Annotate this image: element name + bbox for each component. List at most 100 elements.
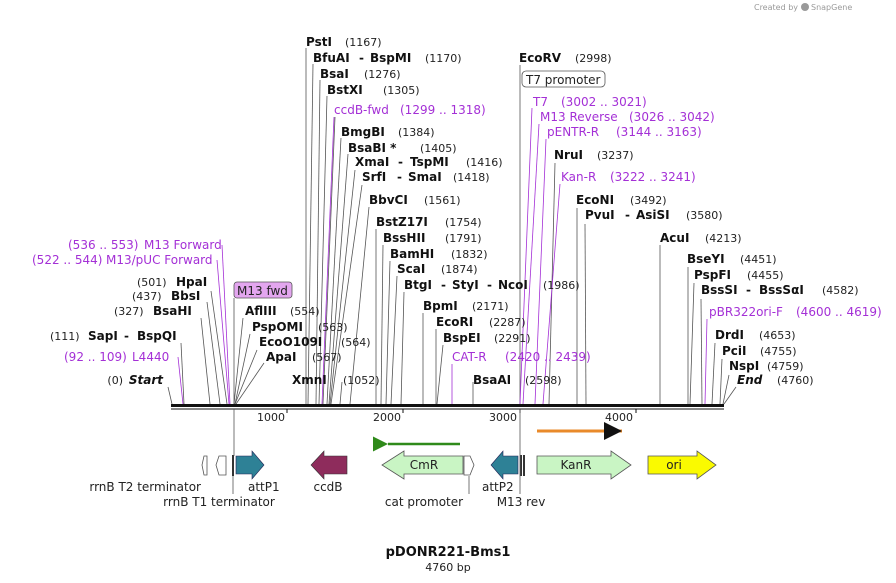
enzyme-SmaI: SmaI xyxy=(408,170,442,184)
enzyme-ApaI-pos: (567) xyxy=(312,351,342,364)
enzyme-ScaI-pos: (1874) xyxy=(441,263,478,276)
enzyme-SapI-pos: (111) xyxy=(50,330,80,343)
enzyme-BspEI-pos: (2291) xyxy=(494,332,531,345)
label-rrnB-T1: rrnB T1 terminator xyxy=(163,495,275,509)
enzyme-SapI: SapI xyxy=(88,329,118,343)
enzyme-NspI: NspI xyxy=(729,359,759,373)
credit-brand: SnapGene xyxy=(811,3,852,12)
enzyme-BpmI-pos: (2171) xyxy=(472,300,509,313)
enzyme-BsaBI-pos: (1405) xyxy=(420,142,457,155)
label-M13-rev: M13 rev xyxy=(497,495,546,509)
m13-fwd-label: M13 fwd xyxy=(237,284,288,298)
tick-2000: 2000 xyxy=(373,411,401,424)
primer-CAT-R: CAT-R xyxy=(452,350,487,364)
enzyme-BssHII-pos: (1791) xyxy=(445,232,482,245)
enzyme-BstZ17I: BstZ17I xyxy=(376,215,428,229)
enzyme-NspI-pos: (4759) xyxy=(767,360,804,373)
enzyme-labels: PstI (1167) BfuAI - BspMI (1170) BsaI (1… xyxy=(50,35,859,387)
enzyme-BspQI: BspQI xyxy=(137,329,177,343)
svg-text:-: - xyxy=(625,208,630,222)
enzyme-BstXI: BstXI xyxy=(327,83,363,97)
enzyme-BstXI-pos: (1305) xyxy=(383,84,420,97)
enzyme-SrfI-pos: (1418) xyxy=(453,171,490,184)
rrnB-T1-terminator-shape xyxy=(215,455,227,476)
enzyme-BmgBI: BmgBI xyxy=(341,125,385,139)
enzyme-PciI: PciI xyxy=(722,344,747,358)
enzyme-AcuI: AcuI xyxy=(660,231,689,245)
snapgene-logo-icon xyxy=(801,3,809,11)
enzyme-DrdI: DrdI xyxy=(715,328,744,342)
enzyme-PstI-pos: (1167) xyxy=(345,36,382,49)
enzyme-AcuI-pos: (4213) xyxy=(705,232,742,245)
svg-text:-: - xyxy=(359,51,364,65)
enzyme-EcoO109I-pos: (564) xyxy=(341,336,371,349)
enzyme-XmnI: XmnI xyxy=(292,373,327,387)
enzyme-HpaI: HpaI xyxy=(176,275,207,289)
start-pos: (0) xyxy=(107,374,123,387)
start-label: Start xyxy=(129,373,164,387)
svg-text:-: - xyxy=(746,283,751,297)
ori-arrow xyxy=(647,450,717,480)
enzyme-BamHI-pos: (1832) xyxy=(451,248,488,261)
t7-promoter-box: T7 promoter xyxy=(521,70,606,88)
label-attP2: attP2 xyxy=(482,480,514,494)
primer-L4440-range: (92 .. 109) xyxy=(64,350,127,364)
enzyme-EcoNI: EcoNI xyxy=(576,193,614,207)
enzyme-XmaI-pos: (1416) xyxy=(466,156,503,169)
enzyme-BbvCI-pos: (1561) xyxy=(424,194,461,207)
enzyme-AflIII-pos: (554) xyxy=(290,305,320,318)
tick-4000: 4000 xyxy=(605,411,633,424)
label-ccdB: ccdB xyxy=(313,480,342,494)
enzyme-BbsI: BbsI xyxy=(171,289,200,303)
enzyme-PvuI: PvuI xyxy=(585,208,615,222)
tick-3000: 3000 xyxy=(489,411,517,424)
enzyme-BsaAI: BsaAI xyxy=(473,373,511,387)
ccdB-arrow xyxy=(310,450,348,480)
enzyme-PstI: PstI xyxy=(306,35,332,49)
svg-text:-: - xyxy=(124,329,129,343)
enzyme-NcoI: NcoI xyxy=(498,278,528,292)
primer-M13-forward: M13 Forward xyxy=(144,238,222,252)
primer-pBR322ori-F: pBR322ori-F xyxy=(709,305,783,319)
attP1-arrow xyxy=(235,450,265,480)
enzyme-AsiSI: AsiSI xyxy=(636,208,670,222)
enzyme-BfuAI-pos: (1170) xyxy=(425,52,462,65)
feature-labels: rrnB T2 terminator rrnB T1 terminator at… xyxy=(89,458,681,509)
primer-M13-pUC-forward: M13/pUC Forward xyxy=(106,253,213,267)
label-KanR: KanR xyxy=(561,458,592,472)
enzyme-BtgI-pos: (1986) xyxy=(543,279,580,292)
enzyme-BstZ17I-pos: (1754) xyxy=(445,216,482,229)
enzyme-BspMI: BspMI xyxy=(370,51,411,65)
enzyme-BbsI-pos: (437) xyxy=(132,290,162,303)
enzyme-HpaI-pos: (501) xyxy=(137,276,167,289)
svg-text:-: - xyxy=(398,155,403,169)
primer-T7: T7 xyxy=(532,95,548,109)
primer-Kan-R-range: (3222 .. 3241) xyxy=(610,170,696,184)
label-connectors xyxy=(167,48,737,405)
enzyme-ScaI: ScaI xyxy=(397,262,425,276)
svg-text:-: - xyxy=(487,278,492,292)
svg-text:-: - xyxy=(397,170,402,184)
enzyme-EcoO109I: EcoO109I xyxy=(259,335,322,349)
t7-promoter-label: T7 promoter xyxy=(525,73,601,87)
feature-track xyxy=(201,409,717,480)
enzyme-BpmI: BpmI xyxy=(423,299,458,313)
primer-L4440: L4440 xyxy=(132,350,169,364)
label-CmR: CmR xyxy=(410,458,438,472)
enzyme-DrdI-pos: (4653) xyxy=(759,329,796,342)
enzyme-EcoRI-pos: (2287) xyxy=(489,316,526,329)
attP2-arrow xyxy=(490,450,519,480)
enzyme-BssSaI: BssSαI xyxy=(759,283,804,297)
enzyme-BtgI: BtgI xyxy=(404,278,432,292)
tick-1000: 1000 xyxy=(257,411,285,424)
label-attP1: attP1 xyxy=(248,480,280,494)
enzyme-BssSI-pos: (4582) xyxy=(822,284,859,297)
enzyme-BfuAI: BfuAI xyxy=(313,51,350,65)
label-rrnB-T2: rrnB T2 terminator xyxy=(89,480,201,494)
enzyme-BsaHI-pos: (327) xyxy=(114,305,144,318)
enzyme-SrfI: SrfI xyxy=(362,170,386,184)
enzyme-NruI-pos: (3237) xyxy=(597,149,634,162)
primer-pBR322ori-F-range: (4600 .. 4619) xyxy=(796,305,882,319)
enzyme-BsaI-pos: (1276) xyxy=(364,68,401,81)
